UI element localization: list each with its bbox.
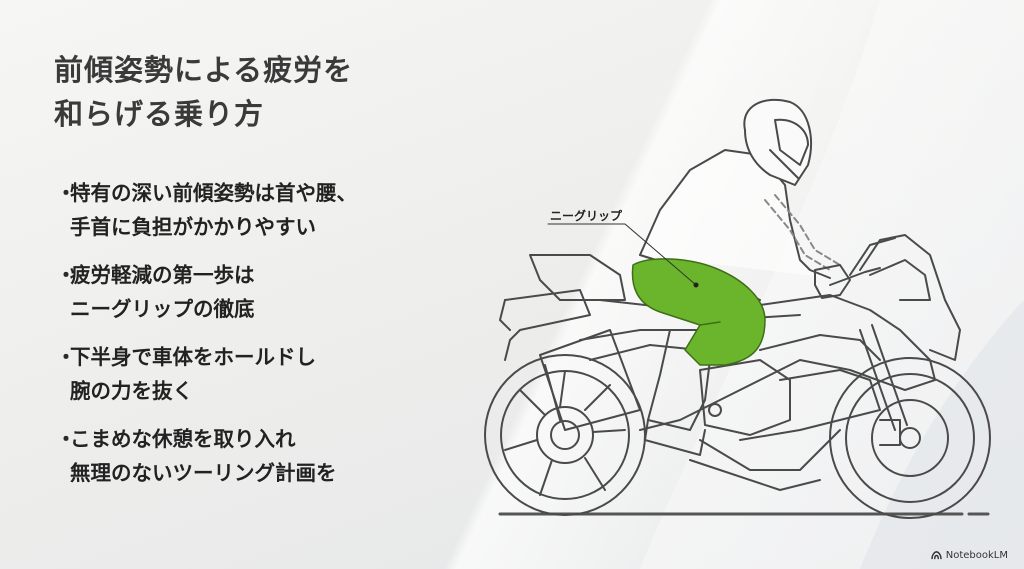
bullet-line: 特有の深い前傾姿勢は首や腰、 — [70, 181, 357, 205]
bullet-line: 下半身で車体をホールドし — [70, 345, 316, 369]
brand-label: NotebookLM — [945, 550, 1008, 561]
bullet-marker: ・ — [56, 427, 76, 451]
bullet-line: 手首に負担がかかりやすい — [70, 215, 316, 239]
bullet-line: こまめな休憩を取り入れ — [70, 427, 296, 451]
bullet-list: ・ 特有の深い前傾姿勢は首や腰、 手首に負担がかかりやすい ・ 疲労軽減の第一歩… — [56, 176, 357, 504]
motorcycle-rider-illustration — [484, 98, 991, 519]
helmet-icon — [743, 98, 812, 186]
bullet-line: 無理のないツーリング計画を — [70, 461, 337, 485]
bullet-item: ・ 特有の深い前傾姿勢は首や腰、 手首に負担がかかりやすい — [56, 176, 357, 244]
bullet-line: ニーグリップの徹底 — [70, 297, 255, 321]
knee-grip-highlight — [631, 258, 766, 366]
bullet-marker: ・ — [56, 181, 76, 205]
slide-title: 前傾姿勢による疲労を 和らげる乗り方 — [54, 48, 353, 136]
bullet-line: 腕の力を抜く — [70, 379, 193, 403]
title-line-1: 前傾姿勢による疲労を — [54, 53, 354, 87]
callout-leader-line — [547, 223, 697, 286]
bullet-item: ・ 下半身で車体をホールドし 腕の力を抜く — [56, 340, 357, 408]
bullet-marker: ・ — [56, 345, 76, 369]
bullet-marker: ・ — [56, 263, 76, 287]
bullet-line: 疲労軽減の第一歩は — [70, 263, 255, 287]
rear-wheel-icon — [484, 354, 646, 516]
knee-grip-callout-label: ニーグリップ — [550, 209, 623, 223]
bullet-item: ・ 疲労軽減の第一歩は ニーグリップの徹底 — [56, 258, 357, 326]
title-line-2: 和らげる乗り方 — [54, 97, 265, 131]
notebooklm-logo-icon — [931, 551, 942, 560]
bullet-item: ・ こまめな休憩を取り入れ 無理のないツーリング計画を — [56, 422, 357, 490]
front-wheel-icon — [829, 357, 991, 519]
notebooklm-branding: NotebookLM — [931, 550, 1008, 561]
